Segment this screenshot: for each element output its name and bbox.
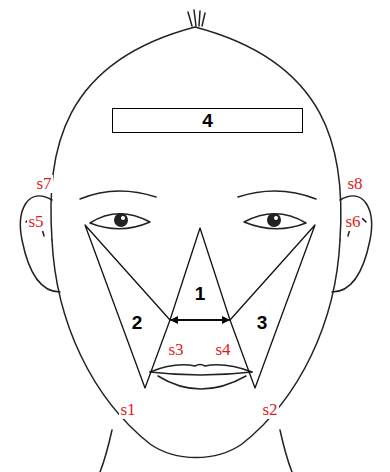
region-number: 2	[132, 313, 143, 332]
region-number: 1	[195, 284, 206, 303]
region-number: 3	[257, 313, 268, 332]
point-label: s7	[35, 175, 52, 193]
point-label: s4	[214, 341, 231, 359]
point-label: s2	[261, 401, 278, 419]
region-box: 4	[112, 108, 303, 133]
triangle-outline	[85, 225, 170, 388]
triangle-outline	[170, 228, 230, 320]
point-label: s8	[346, 175, 363, 193]
point-label: s6	[344, 213, 361, 231]
point-label: s3	[167, 341, 184, 359]
triangle-region: 3	[230, 225, 315, 388]
point-label: s1	[119, 401, 136, 419]
triangle-region: 1	[170, 228, 230, 320]
region-number: 4	[202, 111, 213, 130]
triangle-outline	[230, 225, 315, 388]
triangle-region: 2	[85, 225, 170, 388]
point-label: s5	[27, 213, 44, 231]
